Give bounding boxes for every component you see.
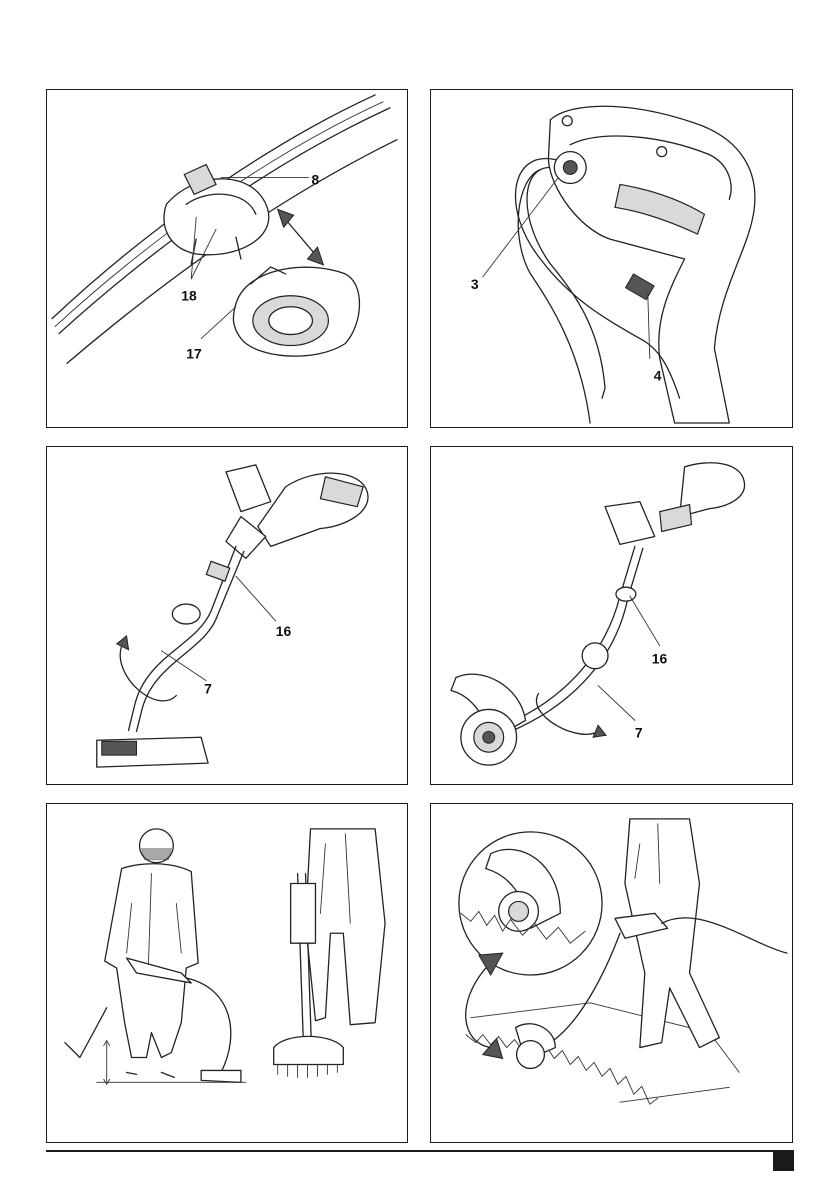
callout-3: 3: [471, 276, 479, 292]
figure-edger-mode: 16 7: [430, 446, 793, 785]
figure-handle-cable: 3 4: [430, 89, 793, 428]
callout-18: 18: [181, 288, 197, 304]
figure-spool-cover: 8 18 17: [46, 89, 408, 428]
trimmer-mode-illustration: 16 7: [47, 447, 407, 784]
figure-operating-positions: [46, 803, 408, 1143]
page-tab-marker: [773, 1150, 794, 1171]
handle-cable-illustration: 3 4: [431, 90, 792, 427]
callout-4: 4: [654, 367, 662, 383]
figure-edging-detail: [430, 803, 793, 1143]
edging-detail-illustration: [431, 804, 792, 1142]
figure-trimmer-mode: 16 7: [46, 446, 408, 785]
callout-7: 7: [635, 724, 643, 740]
callout-7: 7: [204, 681, 212, 697]
footer-rule: [46, 1150, 794, 1152]
edger-mode-illustration: 16 7: [431, 447, 792, 784]
operating-positions-illustration: [47, 804, 407, 1142]
spool-cover-illustration: 8 18 17: [47, 90, 407, 427]
callout-8: 8: [311, 171, 319, 187]
callout-16: 16: [276, 623, 292, 639]
callout-16: 16: [652, 651, 668, 667]
callout-17: 17: [186, 345, 202, 361]
